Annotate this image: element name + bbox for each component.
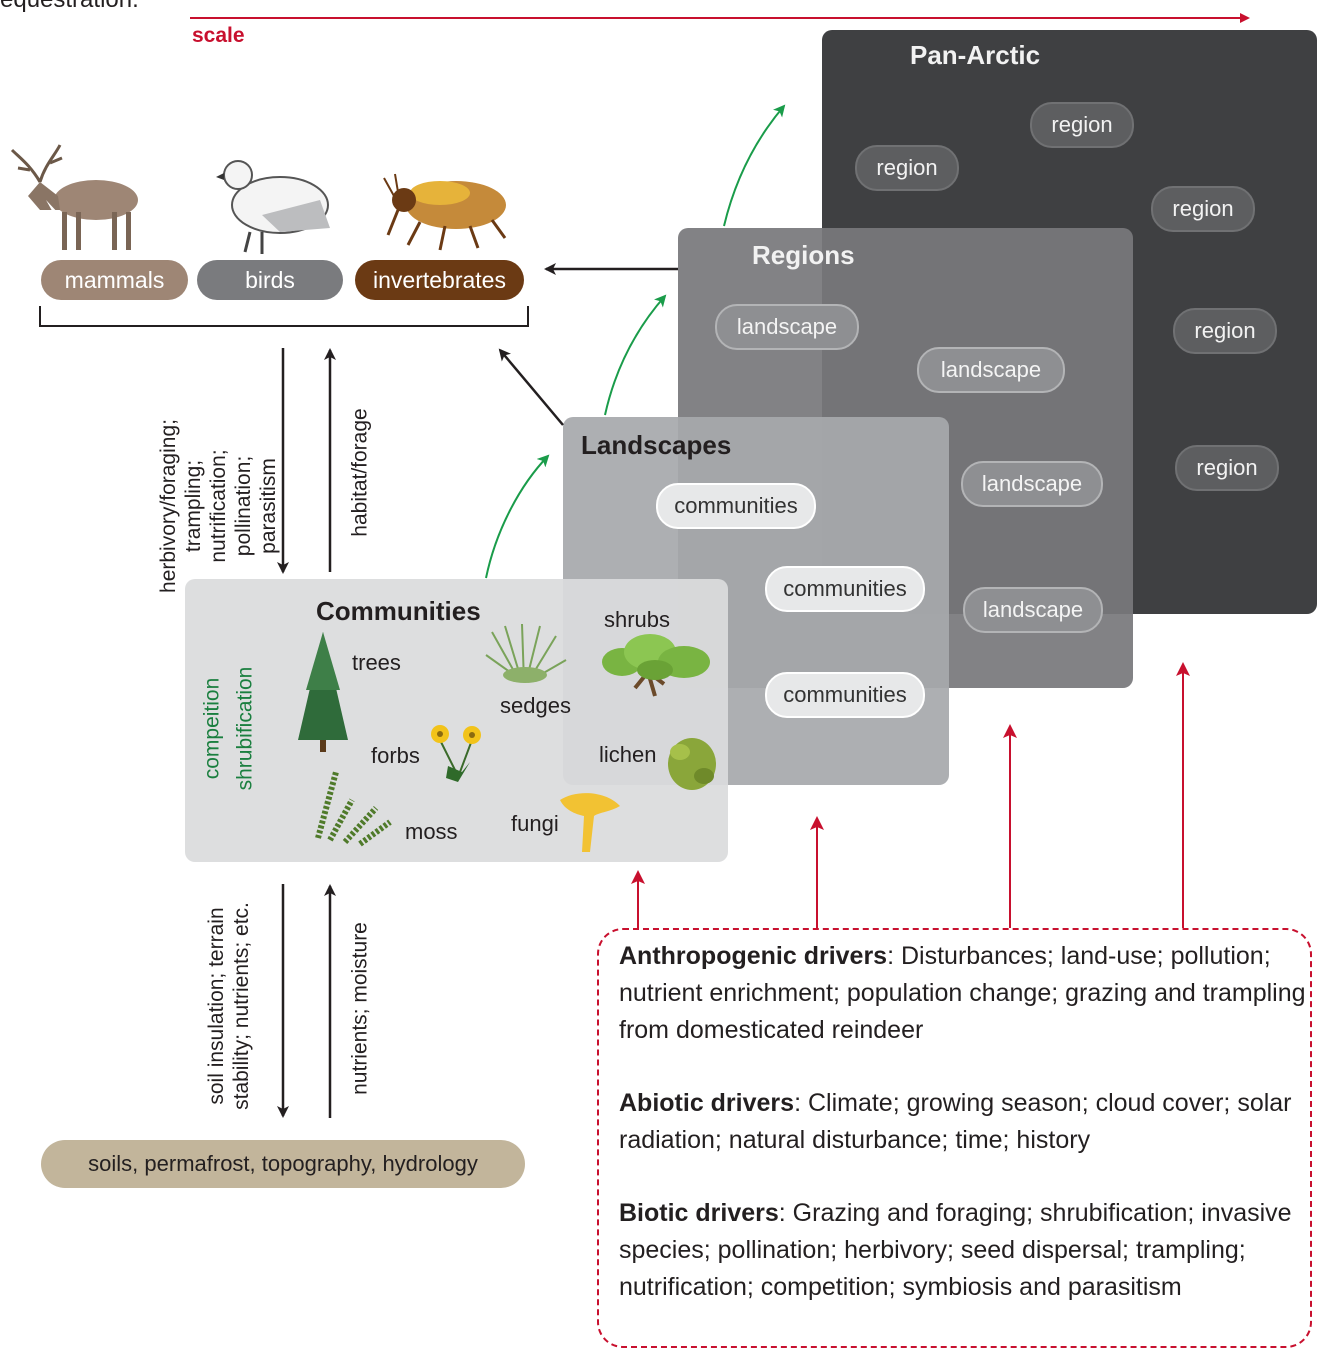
abiotic-drivers: Abiotic drivers: Climate; growing season… [619,1085,1310,1159]
green-arrow-communities [485,454,550,579]
communities-title: Communities [316,596,481,626]
anthropogenic-text: : Disturbances; land-use; pollution; nut… [619,942,1306,1044]
moss-label: moss [405,819,458,844]
communities-pill: communities [765,566,925,612]
abiotic-text: : Climate; growing season; cloud cover; … [619,1089,1292,1154]
ptarmigan-icon [216,160,330,254]
landscape-pill: landscape [917,347,1065,393]
drivers-box: Anthropogenic drivers: Disturbances; lan… [597,928,1312,1348]
pan-arctic-title: Pan-Arctic [910,40,1041,70]
invertebrates-pill: invertebrates [355,260,524,300]
shrubs-label: shrubs [604,607,671,632]
communities-pill: communities [765,672,925,718]
anthropogenic-drivers: Anthropogenic drivers: Disturbances; lan… [619,938,1310,1049]
region-pill: region [1173,308,1277,354]
birds-pill: birds [197,260,343,300]
scale-label: scale [192,24,245,47]
landscapes-to-animals-arrow [498,348,564,426]
region-pill: region [1175,445,1279,491]
caption-fragment: equestration. [0,0,139,14]
shrub-icon [602,634,710,697]
biotic-drivers: Biotic drivers: Grazing and foraging; sh… [619,1195,1310,1306]
caribou-icon [10,144,138,250]
soil-pill: soils, permafrost, topography, hydrology [41,1140,525,1188]
abiotic-title: Abiotic drivers [619,1089,795,1117]
landscapes-title: Landscapes [581,430,732,460]
communities-pill: communities [656,483,816,529]
sedges-label: sedges [500,693,571,718]
forb-icon [431,725,481,782]
animal-bracket [39,306,529,327]
fungi-label: fungi [511,811,559,836]
regions-title: Regions [752,240,855,270]
lichen-icon [668,738,716,790]
sedge-icon [485,623,567,683]
green-arrow-regions [723,104,786,227]
tree-icon [298,632,348,752]
biotic-text: : Grazing and foraging; shrubification; … [619,1199,1292,1301]
forbs-label: forbs [371,743,420,768]
lichen-label: lichen [599,742,657,767]
beetle-icon [383,173,507,251]
trees-label: trees [352,650,401,675]
landscape-pill: landscape [715,304,859,350]
green-arrow-landscapes [604,294,667,416]
mammals-pill: mammals [41,260,188,300]
moss-icon [315,771,392,847]
region-pill: region [1030,102,1134,148]
fungi-icon [560,793,620,852]
communities-panel [185,579,728,862]
landscape-pill: landscape [961,461,1103,507]
region-pill: region [855,145,959,191]
landscape-pill: landscape [963,587,1103,633]
biotic-title: Biotic drivers [619,1199,779,1227]
anthropogenic-title: Anthropogenic drivers [619,942,888,970]
region-pill: region [1151,186,1255,232]
